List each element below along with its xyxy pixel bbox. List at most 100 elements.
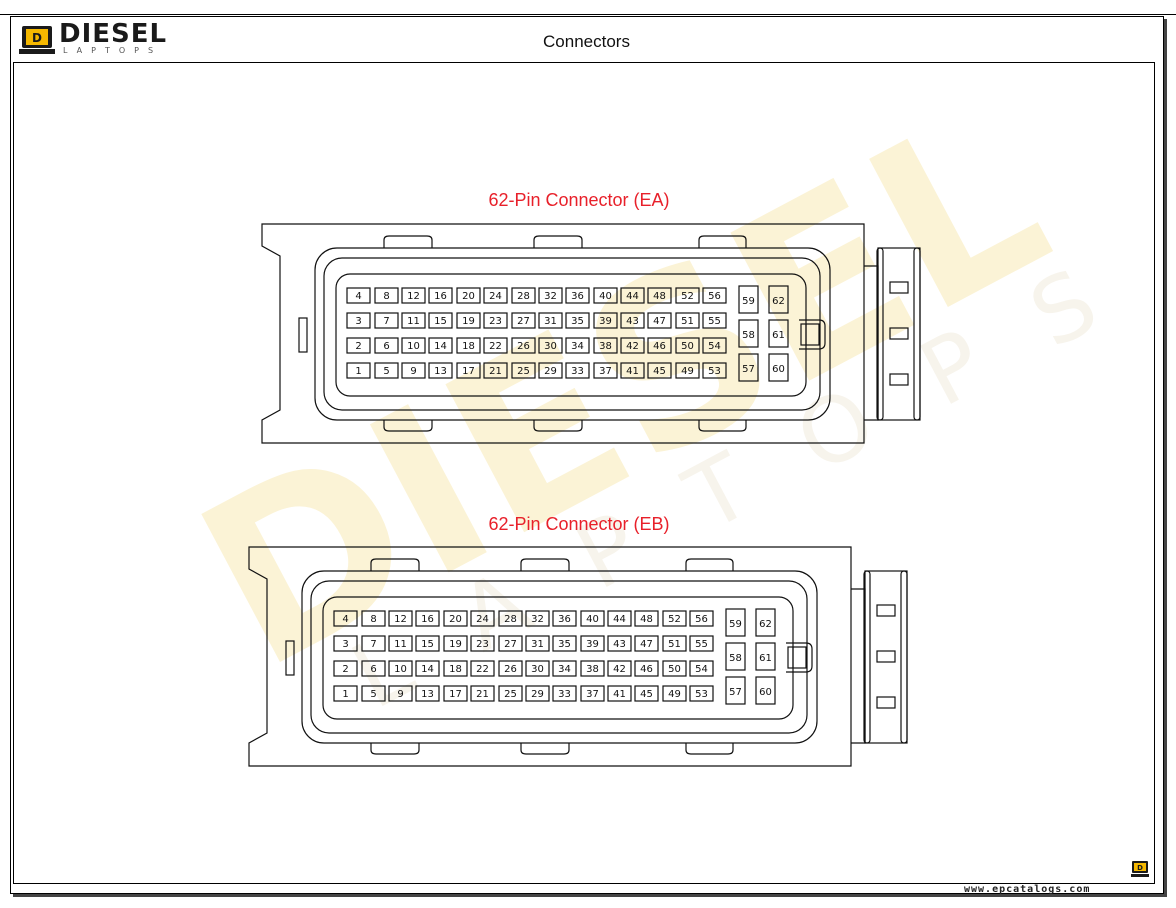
top-rule xyxy=(0,14,1176,15)
pin-30: 30 xyxy=(538,337,563,354)
pin-label: 43 xyxy=(626,316,639,327)
pin-label: 29 xyxy=(544,366,557,377)
pin-label: 39 xyxy=(599,316,612,327)
pin-21: 21 xyxy=(483,362,508,379)
pin-8: 8 xyxy=(374,287,399,304)
pin-58: 58 xyxy=(725,642,746,671)
pin-label: 36 xyxy=(571,291,584,302)
pin-label: 23 xyxy=(489,316,502,327)
pin-box xyxy=(538,287,563,304)
pin-18: 18 xyxy=(443,660,468,677)
side-rail-edge-left xyxy=(863,570,871,744)
pin-32: 32 xyxy=(525,610,550,627)
pin-26: 26 xyxy=(498,660,523,677)
pin-box-large xyxy=(755,608,776,637)
pin-box xyxy=(607,635,632,652)
pin-box xyxy=(443,685,468,702)
pin-label: 7 xyxy=(370,639,376,650)
pin-53: 53 xyxy=(702,362,727,379)
pin-8: 8 xyxy=(361,610,386,627)
pin-label: 59 xyxy=(742,296,755,307)
pin-35: 35 xyxy=(565,312,590,329)
pin-box xyxy=(346,337,371,354)
pin-box xyxy=(634,635,659,652)
pin-33: 33 xyxy=(565,362,590,379)
pin-label: 35 xyxy=(558,639,571,650)
pin-33: 33 xyxy=(552,685,577,702)
pin-36: 36 xyxy=(565,287,590,304)
pin-box xyxy=(401,362,426,379)
pin-label: 57 xyxy=(742,364,755,375)
pin-50: 50 xyxy=(662,660,687,677)
pin-label: 37 xyxy=(586,689,599,700)
pin-label: 10 xyxy=(394,664,407,675)
pin-27: 27 xyxy=(511,312,536,329)
pin-box xyxy=(415,685,440,702)
pin-box-large xyxy=(738,319,759,348)
pin-4: 4 xyxy=(333,610,358,627)
pin-box xyxy=(498,610,523,627)
pin-box xyxy=(415,635,440,652)
pin-box xyxy=(388,660,413,677)
pin-label: 9 xyxy=(410,366,416,377)
pin-7: 7 xyxy=(374,312,399,329)
logo-subtext: LAPTOPS xyxy=(63,46,163,55)
latch-bump-top xyxy=(383,235,433,248)
pin-label: 26 xyxy=(504,664,517,675)
pin-22: 22 xyxy=(470,660,495,677)
pin-box-large xyxy=(725,608,746,637)
pin-box xyxy=(511,287,536,304)
pin-label: 4 xyxy=(355,291,361,302)
pin-3: 3 xyxy=(333,635,358,652)
pin-label: 37 xyxy=(599,366,612,377)
page-frame xyxy=(10,16,1164,894)
connector-shell-outer xyxy=(314,247,831,421)
pin-22: 22 xyxy=(483,337,508,354)
logo-text: DIESEL xyxy=(59,19,168,49)
pin-17: 17 xyxy=(443,685,468,702)
pin-box xyxy=(374,337,399,354)
pin-28: 28 xyxy=(498,610,523,627)
pin-box xyxy=(675,287,700,304)
pin-30: 30 xyxy=(525,660,550,677)
pin-box xyxy=(538,337,563,354)
pin-label: 9 xyxy=(397,689,403,700)
watermark: DIESEL LAPTOPS xyxy=(162,61,1176,730)
pin-41: 41 xyxy=(607,685,632,702)
pin-box xyxy=(470,635,495,652)
pin-label: 22 xyxy=(476,664,489,675)
pin-label: 41 xyxy=(626,366,639,377)
page-title: Connectors xyxy=(543,32,630,51)
pin-box xyxy=(593,287,618,304)
pin-box xyxy=(401,337,426,354)
pin-label: 59 xyxy=(729,619,742,630)
pin-19: 19 xyxy=(456,312,481,329)
pin-39: 39 xyxy=(593,312,618,329)
pin-box xyxy=(443,635,468,652)
pin-box xyxy=(702,312,727,329)
pin-box xyxy=(415,660,440,677)
pin-box xyxy=(580,610,605,627)
pin-60: 60 xyxy=(768,353,789,382)
pin-label: 34 xyxy=(571,341,584,352)
pin-label: 1 xyxy=(355,366,361,377)
pin-19: 19 xyxy=(443,635,468,652)
pin-box xyxy=(607,660,632,677)
pin-box xyxy=(483,337,508,354)
pin-box xyxy=(675,362,700,379)
pin-5: 5 xyxy=(361,685,386,702)
housing-tab xyxy=(298,317,308,353)
pin-label: 52 xyxy=(681,291,694,302)
pin-box xyxy=(525,610,550,627)
pin-label: 27 xyxy=(504,639,517,650)
pin-60: 60 xyxy=(755,676,776,705)
pin-16: 16 xyxy=(428,287,453,304)
pin-label: 48 xyxy=(653,291,666,302)
pin-59: 59 xyxy=(725,608,746,637)
pin-3: 3 xyxy=(346,312,371,329)
corner-logo-icon: D xyxy=(1131,861,1149,877)
pin-box xyxy=(552,635,577,652)
pin-label: 44 xyxy=(613,614,626,625)
